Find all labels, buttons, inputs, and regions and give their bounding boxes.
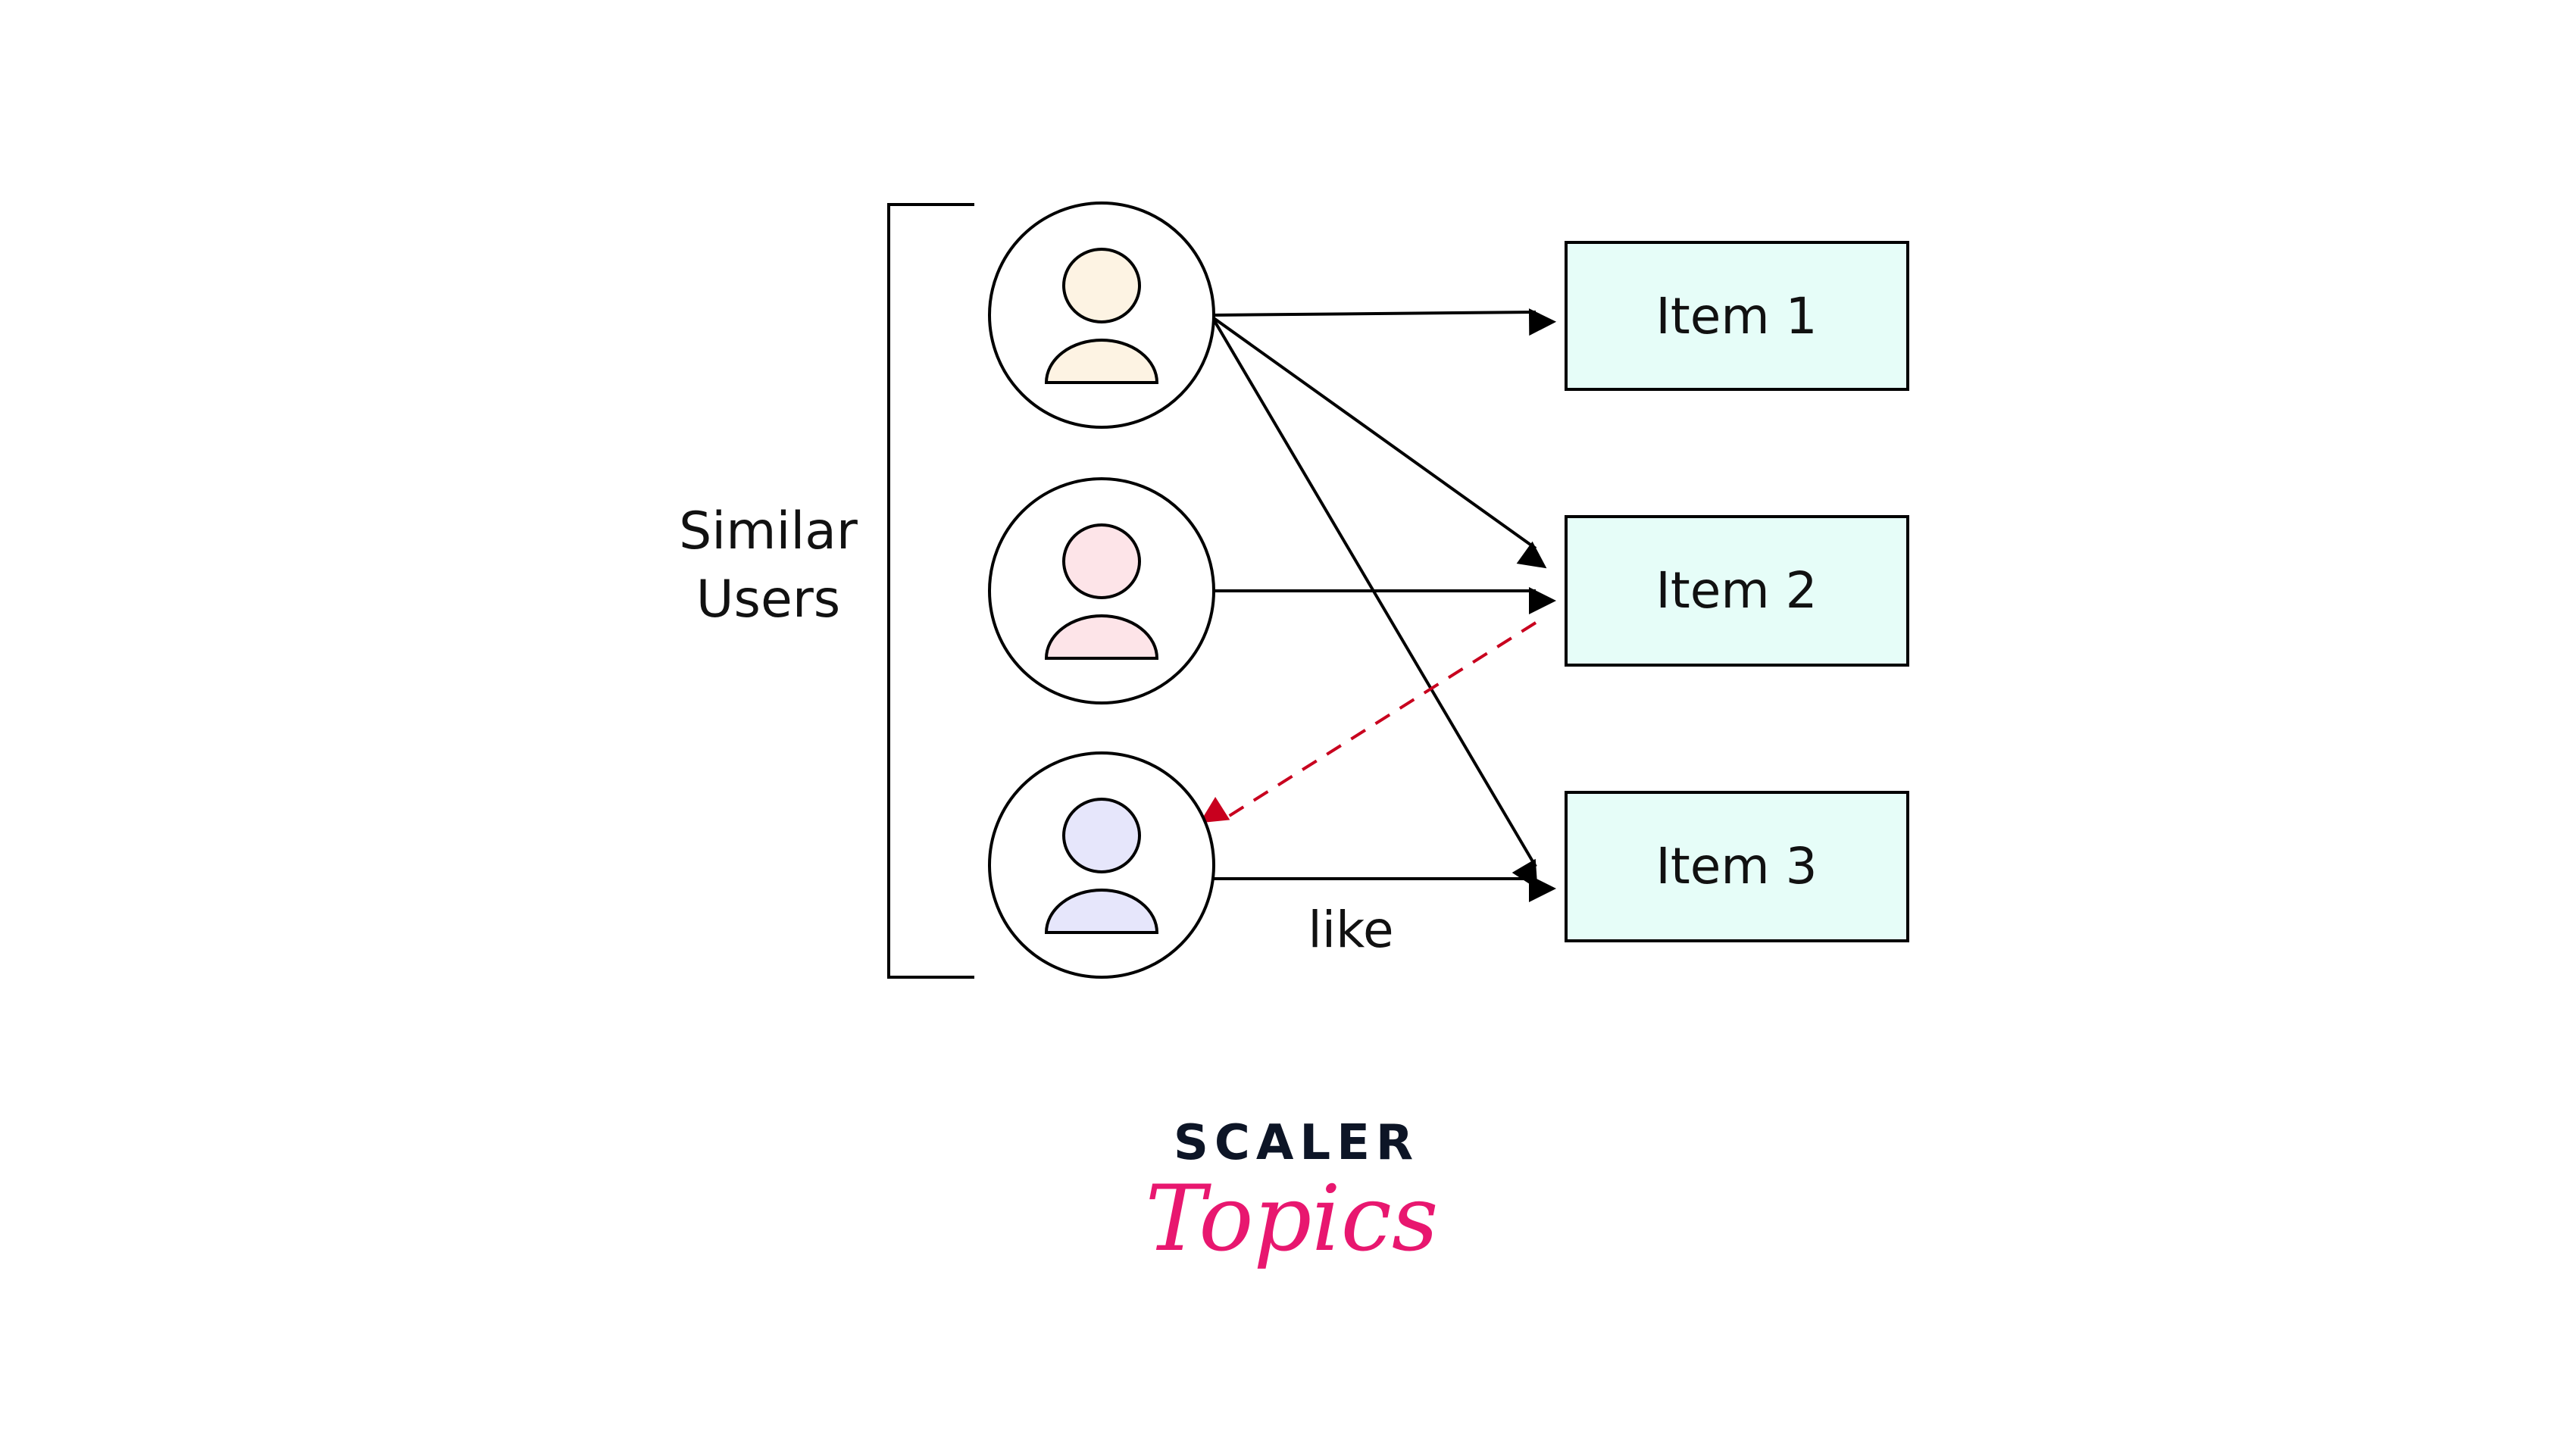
- person-icon: [1044, 798, 1159, 934]
- item-node-3: Item 3: [1565, 791, 1909, 942]
- item-label: Item 1: [1655, 287, 1817, 345]
- item-label: Item 2: [1655, 561, 1817, 620]
- edge-user1-item1: [1213, 308, 1557, 336]
- group-bracket: [887, 203, 974, 979]
- logo-script: Topics: [1146, 1167, 1439, 1272]
- logo-wordmark: SCALER: [1174, 1115, 1419, 1171]
- user-node-2: [988, 477, 1215, 704]
- edge-item2-user3-recommendation: [1199, 621, 1537, 823]
- edge-label-like: like: [1308, 901, 1393, 959]
- group-label: Users: [696, 570, 840, 629]
- item-node-1: Item 1: [1565, 241, 1909, 391]
- edge-user1-item3: [1212, 318, 1538, 889]
- user-node-3: [988, 751, 1215, 979]
- item-label: Item 3: [1655, 837, 1817, 895]
- scaler-topics-logo: SCALER Topics: [1146, 1115, 1439, 1272]
- item-node-2: Item 2: [1565, 515, 1909, 667]
- edge-user1-item2: [1212, 317, 1547, 569]
- person-icon: [1044, 523, 1159, 660]
- edges: [1199, 308, 1557, 902]
- user-node-1: [988, 201, 1215, 429]
- person-icon: [1044, 248, 1159, 384]
- group-label: Similar: [679, 501, 858, 561]
